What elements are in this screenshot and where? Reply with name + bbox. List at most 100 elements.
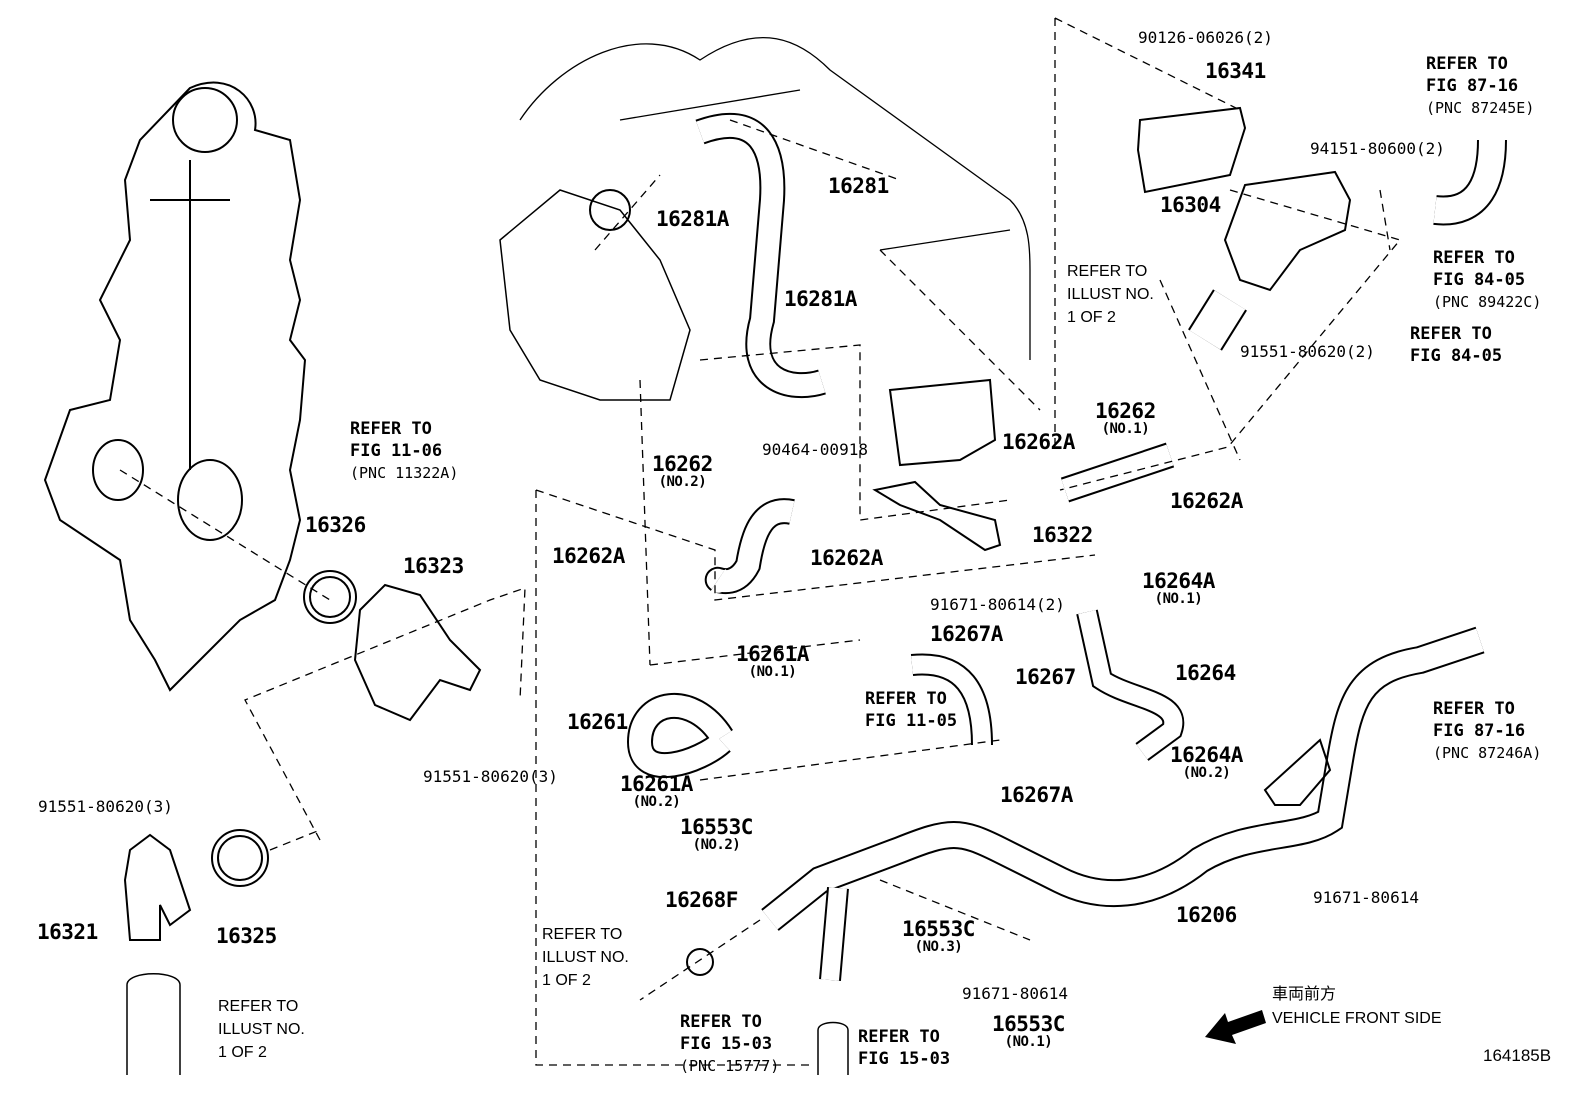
callout-variant: (NO.1) [1004, 1034, 1053, 1051]
callout-line: REFER TO [1067, 263, 1148, 280]
part-callout: 16281A [656, 208, 729, 230]
cover-seal-ring [172, 87, 238, 153]
housing-16323 [353, 583, 482, 722]
gasket-16341 [1136, 106, 1247, 194]
part-callout: 16262(NO.1) [1095, 400, 1156, 437]
callout-line: 91551-80620(3) [423, 767, 558, 786]
callout-line: 91671-80614 [962, 984, 1068, 1003]
part-callout: 16262A [1170, 490, 1243, 512]
part-number: 16262A [1002, 430, 1075, 454]
part-number: 16341 [1205, 59, 1266, 83]
part-number: 16261A [620, 772, 693, 796]
part-number: 16321 [37, 920, 98, 944]
part-number: 16262A [552, 544, 625, 568]
part-number: 16267 [1015, 665, 1076, 689]
callout-line: 94151-80600(2) [1310, 139, 1445, 158]
callout-variant: (NO.1) [1101, 421, 1150, 438]
callout-line: 91551-80620(3) [38, 797, 173, 816]
part-callout: 91671-80614 [962, 984, 1068, 1003]
part-number: 16325 [216, 924, 277, 948]
callout-line: 90464-00918 [762, 440, 868, 459]
pnc-code: (PNC 89422C) [1433, 293, 1542, 311]
pnc-code: (PNC 87245E) [1426, 99, 1535, 117]
bracket-16206 [1263, 738, 1332, 806]
callout-line: FIG 87-16 [1426, 76, 1519, 96]
part-callout: 16553C(NO.3) [902, 918, 975, 955]
vehicle-front-jp: 車両前方 [1272, 986, 1337, 1003]
part-callout: 16206 [1176, 904, 1237, 926]
part-callout: 16281A [784, 288, 857, 310]
callout-line: FIG 87-16 [1433, 721, 1526, 741]
gasket-upper [888, 378, 997, 467]
part-callout: 90464-00918 [762, 440, 868, 459]
part-callout: 16262A [1002, 431, 1075, 453]
part-callout: 16262A [810, 547, 883, 569]
part-callout: 16325 [216, 925, 277, 947]
callout-line: FIG 15-03 [858, 1049, 951, 1069]
part-callout: 16261A(NO.1) [736, 643, 809, 680]
part-callout: 16322 [1032, 524, 1093, 546]
callout-variant: (NO.2) [692, 837, 741, 854]
part-number: 16281 [828, 174, 889, 198]
callout-line: REFER TO [350, 419, 432, 439]
callout-line: FIG 11-05 [865, 711, 958, 731]
ring-16268F [686, 948, 714, 976]
part-callout: 16553C(NO.1) [992, 1013, 1065, 1050]
part-callout: 94151-80600(2) [1310, 139, 1445, 158]
part-callout: 16304 [1160, 194, 1221, 216]
part-callout: 91551-80620(3) [423, 767, 558, 786]
callout-line: REFER TO [542, 926, 623, 943]
callout-variant: (NO.2) [658, 474, 707, 491]
part-callout: 91671-80614 [1313, 889, 1419, 907]
part-number: 16264A [1170, 743, 1243, 767]
part-callout: 16261 [567, 711, 628, 733]
callout-line: 91551-80620(2) [1240, 342, 1375, 361]
part-callout: 16281 [828, 175, 889, 197]
part-number: 16304 [1160, 193, 1221, 217]
callout-line: REFER TO [218, 998, 299, 1015]
part-number: 16264A [1142, 569, 1215, 593]
timing-cover-outline [43, 81, 307, 692]
gasket-16326 [303, 570, 357, 624]
part-callout: 16264A(NO.2) [1170, 744, 1243, 781]
callout-line: ILLUST NO. [218, 1021, 305, 1038]
housing-16321 [123, 833, 192, 941]
part-number: 16322 [1032, 523, 1093, 547]
part-callout: 16261A(NO.2) [620, 773, 693, 810]
pnc-code: (PNC 15777) [680, 1057, 780, 1075]
part-number: 16262 [1095, 399, 1156, 423]
part-callout: 91671-80614(2) [930, 595, 1065, 614]
part-number: 16262 [652, 452, 713, 476]
callout-line: FIG 15-03 [680, 1034, 773, 1054]
callout-line: FIG 84-05 [1410, 346, 1503, 366]
part-number: 16261A [736, 642, 809, 666]
callout-line: 1 OF 2 [1067, 309, 1116, 326]
part-callout: 16267A [1000, 784, 1073, 806]
pnc-code: (PNC 11322A) [350, 464, 459, 482]
part-callout: 91551-80620(3) [38, 797, 173, 816]
callout-variant: (NO.2) [632, 794, 681, 811]
callout-line: FIG 84-05 [1433, 270, 1526, 290]
part-number: 16281A [784, 287, 857, 311]
callout-variant: (NO.1) [1154, 591, 1203, 608]
hoses [626, 113, 1507, 981]
vehicle-front-en: VEHICLE FRONT SIDE [1272, 1010, 1442, 1027]
callout-line: ILLUST NO. [542, 949, 629, 966]
callout-line: 91671-80614(2) [930, 595, 1065, 614]
callout-line: 90126-06026(2) [1138, 28, 1273, 47]
callout-line: REFER TO [865, 689, 947, 709]
part-number: 16206 [1176, 903, 1237, 927]
callout-line: REFER TO [680, 1012, 762, 1032]
